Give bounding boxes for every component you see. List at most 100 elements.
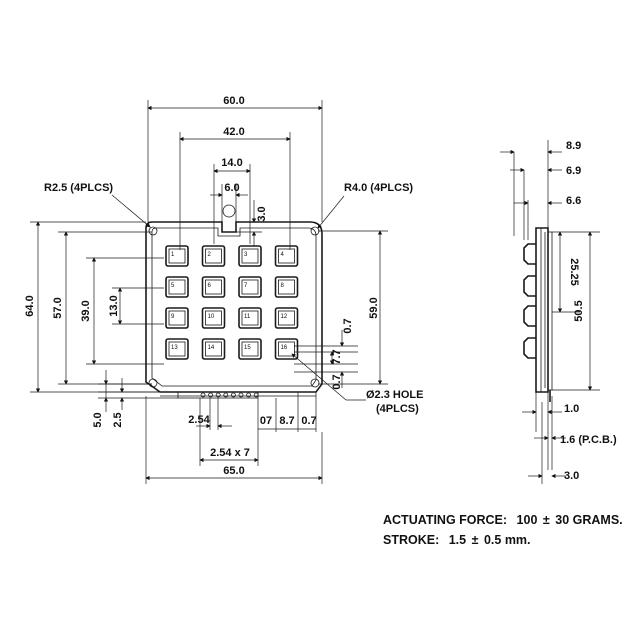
- key-inner-8: [278, 279, 295, 295]
- key-label-4: 4: [281, 252, 285, 258]
- mount-hole-bl: [148, 378, 158, 388]
- dim-pin-07: 07: [260, 415, 272, 427]
- note-stroke-tol: 0.5 mm.: [484, 533, 531, 547]
- key-label-2: 2: [208, 252, 212, 258]
- dim-offset-07-bottom: 0.7: [331, 374, 343, 389]
- dim-side-69: 6.9: [566, 165, 581, 177]
- note-force-value: 100: [517, 513, 538, 527]
- dim-hole-count: (4PLCS): [376, 403, 419, 415]
- connector-pins: [200, 392, 259, 398]
- key-label-13: 13: [171, 345, 178, 351]
- dim-side-2525: 25.25: [568, 258, 580, 286]
- dim-side-66: 6.6: [566, 195, 581, 207]
- connector-pin: [230, 392, 236, 398]
- side-key-cap: [523, 275, 536, 297]
- key-4: [274, 245, 299, 267]
- note-force: ACTUATING FORCE: 100 ± 30 GRAMS.: [383, 513, 623, 527]
- dim-bottom-50: 5.0: [92, 412, 104, 427]
- dim-notch-depth: 3.0: [256, 206, 268, 221]
- side-key-cap: [523, 243, 536, 265]
- dim-width-overall: 60.0: [223, 95, 244, 107]
- side-key-cap: [523, 305, 536, 327]
- key-9: [165, 307, 189, 329]
- key-8: [274, 276, 299, 298]
- dim-hole-label: Ø2.3 HOLE: [366, 389, 423, 401]
- key-15: [238, 338, 262, 360]
- dim-side-89: 8.9: [566, 140, 581, 152]
- key-inner-13: [168, 341, 186, 357]
- plate-outline: [145, 221, 323, 393]
- connector-pin: [208, 392, 214, 398]
- connector-pin: [215, 392, 221, 398]
- key-7: [238, 276, 262, 298]
- key-inner-5: [168, 279, 186, 295]
- plate-inner-border: [151, 227, 317, 387]
- note-stroke-pm: ±: [472, 533, 479, 547]
- key-inner-15: [241, 341, 259, 357]
- dim-bottom-25: 2.5: [112, 412, 124, 427]
- dim-corner-radius-left: R2.5 (4PLCS): [44, 182, 113, 194]
- mount-hole-tl: [148, 226, 158, 236]
- key-inner-1: [168, 248, 186, 264]
- dim-pin-07b: 0.7: [301, 415, 316, 427]
- note-force-label: ACTUATING FORCE:: [383, 513, 507, 527]
- key-inner-3: [241, 248, 259, 264]
- key-inner-7: [241, 279, 259, 295]
- key-label-15: 15: [244, 345, 251, 351]
- key-label-16: 16: [281, 345, 288, 351]
- key-13: [165, 338, 189, 360]
- key-label-8: 8: [281, 283, 285, 289]
- key-6: [201, 276, 226, 298]
- key-inner-11: [241, 310, 259, 326]
- dim-board-width: 65.0: [223, 465, 244, 477]
- front-dimensions: 60.0 42.0 14.0 6.0 3.0 R2.5 (4PLCS) R4.0…: [24, 95, 423, 484]
- key-5: [165, 276, 189, 298]
- note-stroke-value: 1.5: [449, 533, 466, 547]
- key-11: [238, 307, 262, 329]
- dim-hole-spacing-v: 59.0: [368, 297, 380, 318]
- dim-side-16: 1.6 (P.C.B.): [560, 434, 617, 446]
- connector-pin: [246, 392, 252, 398]
- side-view: [523, 227, 553, 402]
- dim-key-width: 6.0: [224, 182, 239, 194]
- key-label-12: 12: [281, 314, 288, 320]
- key-16: [274, 338, 299, 360]
- key-label-1: 1: [171, 252, 175, 258]
- key-inner-16: [278, 341, 295, 357]
- dim-key-span-v: 39.0: [80, 300, 92, 321]
- key-label-7: 7: [244, 283, 248, 289]
- note-stroke: STROKE: 1.5 ± 0.5 mm.: [383, 533, 531, 547]
- dim-pin-span: 2.54 x 7: [210, 447, 250, 459]
- dim-offset-77: 7.7: [331, 349, 343, 364]
- key-inner-4: [278, 248, 295, 264]
- key-inner-14: [205, 341, 222, 357]
- connector-pin: [223, 392, 229, 398]
- dim-height-inner: 57.0: [52, 297, 64, 318]
- side-key-cap: [523, 337, 536, 359]
- side-body: [535, 227, 549, 393]
- key-label-3: 3: [244, 252, 248, 258]
- note-force-tol: 30 GRAMS.: [555, 513, 622, 527]
- dim-pin-pitch: 2.54: [188, 414, 210, 426]
- dim-pin-87: 8.7: [279, 415, 294, 427]
- key-label-10: 10: [208, 314, 215, 320]
- dim-side-10: 1.0: [564, 403, 579, 415]
- dim-side-505: 50.5: [573, 300, 585, 321]
- key-12: [274, 307, 299, 329]
- key-label-5: 5: [171, 283, 175, 289]
- spec-notes: ACTUATING FORCE: 100 ± 30 GRAMS. STROKE:…: [383, 513, 623, 547]
- connector-pin: [200, 392, 206, 398]
- key-label-6: 6: [208, 283, 212, 289]
- key-label-9: 9: [171, 314, 175, 320]
- connector-pin: [238, 392, 244, 398]
- side-key-caps: [523, 243, 536, 359]
- dim-corner-radius-right: R4.0 (4PLCS): [344, 182, 413, 194]
- dim-side-30: 3.0: [564, 470, 579, 482]
- key-inner-9: [168, 310, 186, 326]
- key-14: [201, 338, 226, 360]
- key-inner-12: [278, 310, 295, 326]
- dim-key-span-h: 42.0: [223, 126, 244, 138]
